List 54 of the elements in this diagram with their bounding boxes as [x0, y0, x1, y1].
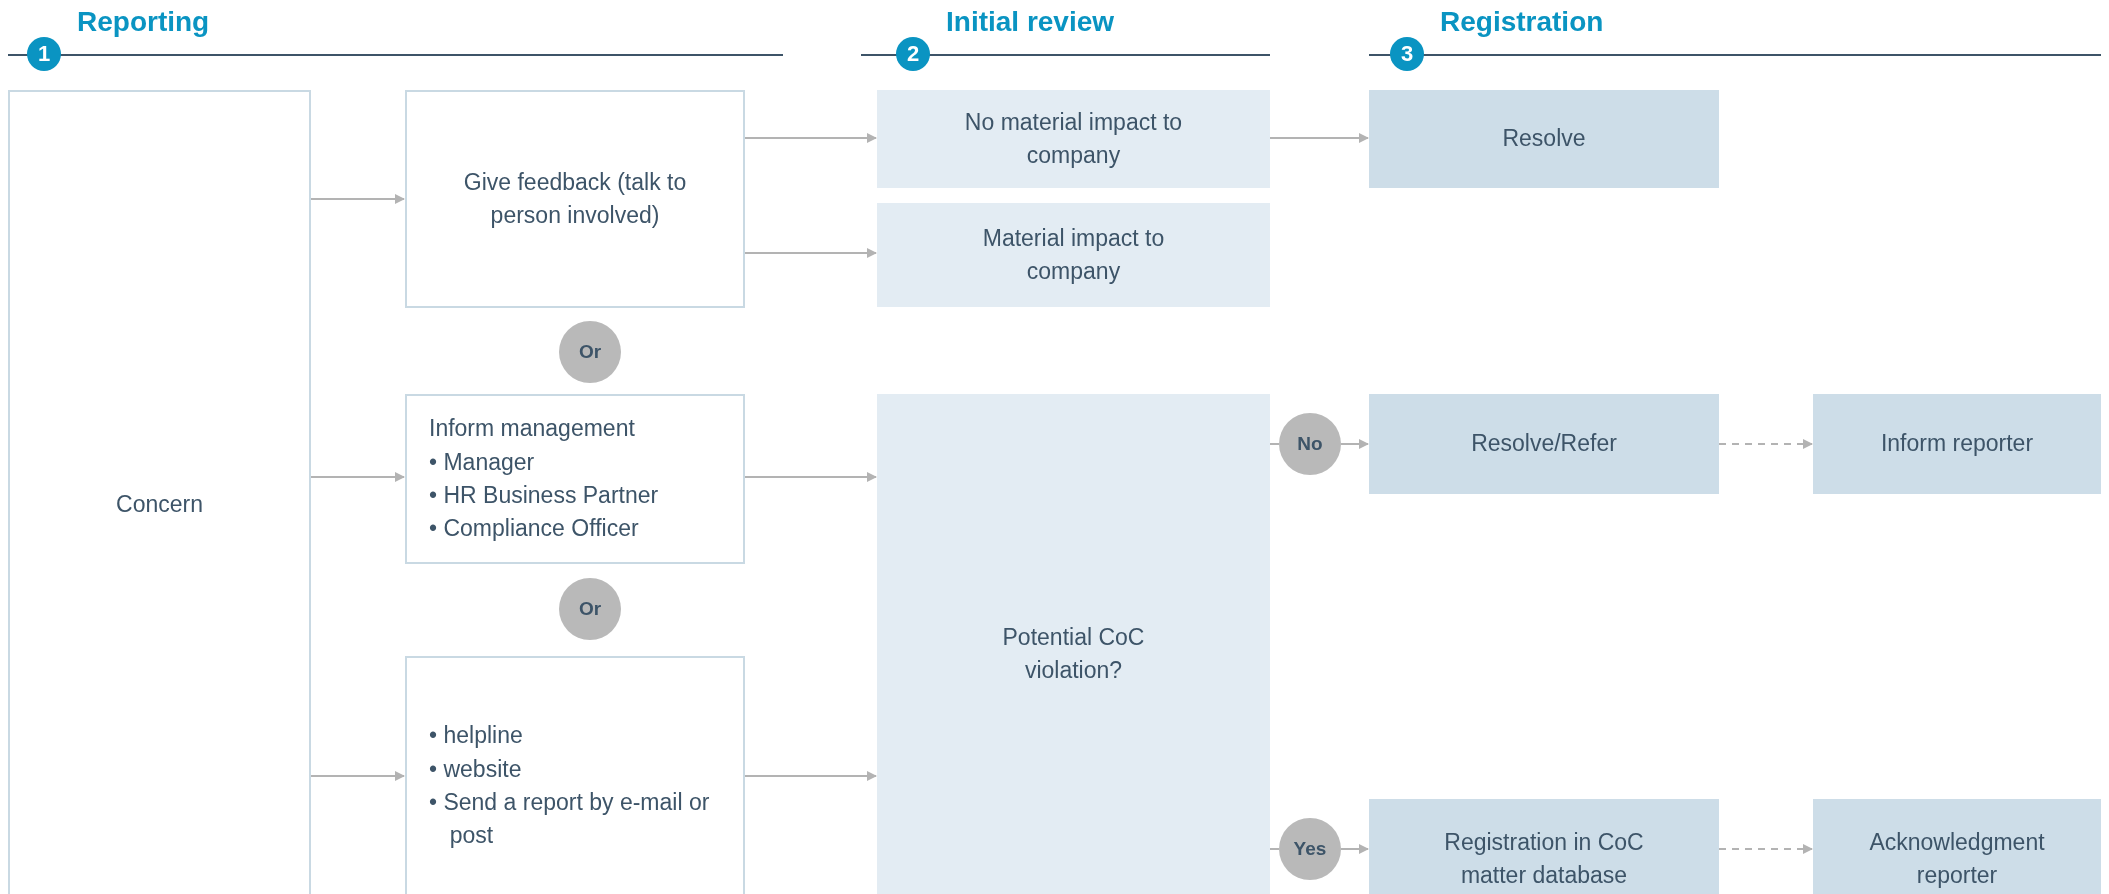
section-heading: Reporting	[77, 6, 210, 38]
arrow	[744, 248, 877, 258]
process-box	[405, 394, 745, 564]
node-label: • helpline	[429, 721, 524, 751]
arrow	[1340, 439, 1369, 449]
process-box	[405, 90, 745, 308]
arrow	[744, 771, 877, 781]
node-label: Acknowledgment reporter	[1868, 827, 2046, 890]
node-label: Potential CoC violation?	[1001, 622, 1146, 685]
node-label: No material impact to company	[963, 107, 1184, 170]
outcome-box	[1813, 799, 2101, 894]
node-label: • website	[429, 754, 523, 784]
node-label: • Manager	[429, 447, 536, 477]
arrow	[744, 133, 877, 143]
step-number-circle	[1390, 37, 1424, 71]
node-label: 1	[37, 40, 51, 69]
arrow	[1340, 844, 1369, 854]
node-label: • Send a report by e-mail or post	[429, 788, 711, 851]
process-box	[8, 90, 311, 894]
node-label: Material impact to company	[981, 223, 1166, 286]
review-box	[877, 394, 1270, 894]
step-number-circle	[896, 37, 930, 71]
arrow	[744, 472, 877, 482]
node-label: Resolve/Refer	[1471, 429, 1617, 459]
section-heading: Initial review	[946, 6, 1115, 38]
outcome-box	[1369, 394, 1719, 494]
process-box	[405, 656, 745, 894]
node-label: No	[1297, 432, 1323, 457]
step-number-circle	[27, 37, 61, 71]
arrow	[310, 194, 405, 204]
node-label: Or	[578, 340, 602, 365]
node-label: Or	[578, 597, 602, 622]
node-label: 2	[906, 40, 920, 69]
node-label: Give feedback (talk to person involved)	[462, 167, 688, 230]
outcome-box	[1369, 799, 1719, 894]
arrow	[310, 771, 405, 781]
node-label: • HR Business Partner	[429, 481, 659, 510]
arrow	[1718, 844, 1813, 854]
arrow	[1718, 439, 1813, 449]
node-label: Inform management	[429, 414, 635, 444]
review-box	[877, 90, 1270, 188]
node-label: Inform reporter	[1880, 429, 2034, 459]
section-heading: Registration	[1440, 6, 1604, 38]
review-box	[877, 203, 1270, 307]
arrow	[1269, 133, 1369, 143]
node-label: Registration in CoC matter database	[1443, 827, 1645, 890]
outcome-box	[1813, 394, 2101, 494]
node-label: • Compliance Officer	[429, 514, 639, 544]
node-label: Yes	[1293, 837, 1327, 862]
node-label: 3	[1400, 40, 1414, 69]
node-label: Concern	[116, 490, 203, 520]
arrow	[310, 472, 405, 482]
node-label: Resolve	[1502, 124, 1586, 154]
outcome-box	[1369, 90, 1719, 188]
